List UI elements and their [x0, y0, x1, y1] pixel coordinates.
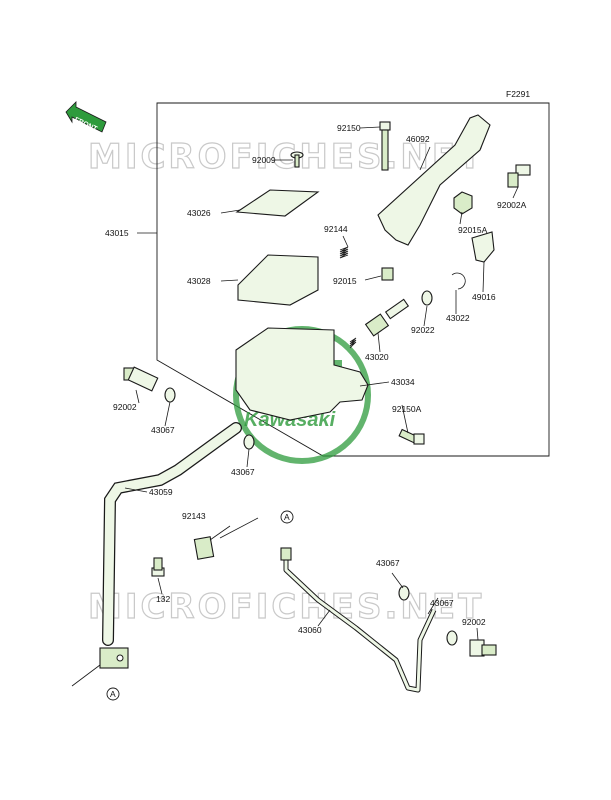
part-label-92015: 92015: [333, 276, 357, 286]
spring-92144: [339, 246, 349, 259]
part-label-92009: 92009: [252, 155, 276, 165]
front-arrow-icon: FRONT: [65, 101, 107, 133]
figure-code: F2291: [506, 89, 530, 99]
master-cylinder-43034: [235, 327, 369, 421]
part-label-43034: 43034: [391, 377, 415, 387]
part-label-43060: 43060: [298, 625, 322, 635]
part-label-92150A: 92150A: [392, 404, 422, 414]
washer-43067-right-1: [398, 585, 410, 601]
brake-hose-43059: [99, 422, 242, 669]
washer-43067-left: [164, 387, 176, 403]
part-label-43020: 43020: [365, 352, 389, 362]
screw-92009: [290, 151, 304, 168]
watermark-top: MICROFICHES.NET: [88, 137, 484, 177]
leader-line: [164, 401, 171, 427]
part-label-43015: 43015: [105, 228, 129, 238]
leader-lines: [124, 126, 519, 641]
brake-lever-46092: [377, 114, 491, 246]
nut-92015A: [453, 191, 473, 215]
circlip-43022: [451, 272, 466, 290]
nut-92015: [381, 267, 394, 281]
washer-43067-right-2: [446, 630, 458, 646]
screw-92150: [379, 121, 391, 171]
leader-line: [342, 235, 349, 248]
connector-mark-bottom-left: A: [106, 687, 120, 701]
leader-line: [359, 381, 390, 387]
washer-43067-mid: [243, 434, 255, 450]
leader-line: [476, 627, 479, 641]
part-label-92022: 92022: [411, 325, 435, 335]
part-label-43067-mid: 43067: [231, 467, 255, 477]
svg-text:A: A: [284, 512, 290, 522]
part-label-92015A: 92015A: [458, 225, 488, 235]
leader-line: [209, 525, 231, 541]
part-label-132: 132: [156, 594, 170, 604]
svg-text:A: A: [110, 689, 116, 699]
part-label-43067-pipe: 43067: [376, 558, 400, 568]
leader-line: [391, 572, 404, 589]
connector-mark-pipe: A: [280, 510, 294, 524]
leader-line: [220, 279, 239, 282]
part-label-49016: 49016: [472, 292, 496, 302]
leader-line: [401, 404, 409, 434]
part-label-92002: 92002: [113, 402, 137, 412]
leader-line: [419, 146, 431, 171]
leader-line: [427, 597, 439, 615]
bolt-92002A: [507, 164, 531, 188]
leader-line: [359, 126, 381, 129]
leader-line: [377, 332, 381, 353]
leader-line: [124, 487, 148, 493]
part-label-92002-bottom: 92002: [462, 617, 486, 627]
part-label-92144: 92144: [324, 224, 348, 234]
part-label-92143: 92143: [182, 511, 206, 521]
part-label-43026: 43026: [187, 208, 211, 218]
reservoir-cap-43026: [235, 189, 320, 217]
part-label-92002A: 92002A: [497, 200, 527, 210]
part-labels: 92150 46092 92009 92002A 43026 43015 920…: [105, 123, 527, 635]
leader-line: [220, 209, 241, 214]
banjo-bolt-92002: [123, 366, 159, 392]
collar-92143: [193, 536, 215, 560]
part-label-43059: 43059: [149, 487, 173, 497]
part-label-92150: 92150: [337, 123, 361, 133]
part-label-43067-left: 43067: [151, 425, 175, 435]
leader-line: [135, 389, 140, 404]
bolt-92002-bottom: [469, 639, 497, 657]
watermark-bottom: MICROFICHES.NET: [88, 587, 484, 627]
diaphragm-43028: [237, 254, 319, 306]
part-label-43067-right: 43067: [430, 598, 454, 608]
leader-line: [317, 609, 331, 627]
bolt-132: [151, 557, 165, 577]
washer-92022: [421, 290, 433, 306]
leader-line: [364, 275, 382, 281]
piston-43020: [349, 298, 410, 349]
bolt-92150A: [398, 428, 425, 445]
leader-line: [459, 211, 463, 225]
leader-line: [157, 577, 163, 595]
leader-line: [512, 186, 519, 199]
assembly-frame: [156, 102, 550, 457]
leader-line: [423, 305, 428, 327]
dust-boot-49016: [471, 231, 495, 263]
part-label-43022: 43022: [446, 313, 470, 323]
brake-pipe-43060: [280, 547, 437, 693]
leader-line: [246, 448, 250, 468]
leader-line: [482, 261, 485, 293]
part-label-46092: 46092: [406, 134, 430, 144]
part-label-43028: 43028: [187, 276, 211, 286]
